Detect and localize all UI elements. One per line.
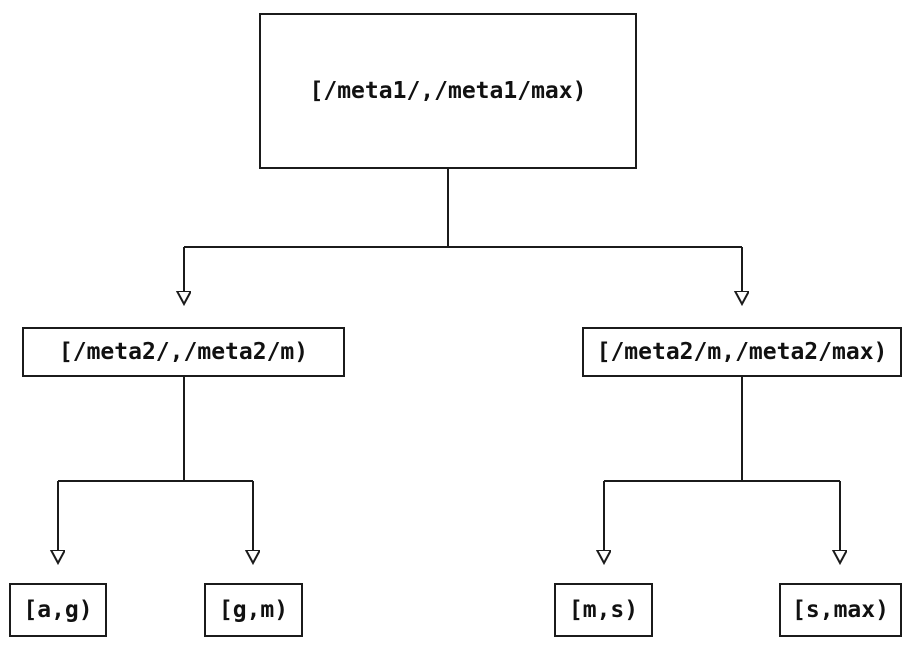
node-leaf-smax: [s,max) — [779, 583, 902, 637]
node-meta1-range: [/meta1/,/meta1/max) — [259, 13, 637, 169]
node-meta2-upper-range: [/meta2/m,/meta2/max) — [582, 327, 902, 377]
node-leaf-gm: [g,m) — [204, 583, 303, 637]
node-leaf-ag: [a,g) — [9, 583, 107, 637]
node-leaf-gm-label: [g,m) — [218, 597, 289, 623]
node-leaf-ms-label: [m,s) — [568, 597, 639, 623]
node-meta2-lower-range: [/meta2/,/meta2/m) — [22, 327, 345, 377]
node-meta2-lower-range-label: [/meta2/,/meta2/m) — [58, 339, 309, 365]
node-leaf-ag-label: [a,g) — [23, 597, 93, 623]
node-meta2-upper-range-label: [/meta2/m,/meta2/max) — [596, 339, 888, 365]
node-meta1-range-label: [/meta1/,/meta1/max) — [309, 78, 587, 104]
node-leaf-smax-label: [s,max) — [792, 597, 889, 623]
node-leaf-ms: [m,s) — [554, 583, 653, 637]
